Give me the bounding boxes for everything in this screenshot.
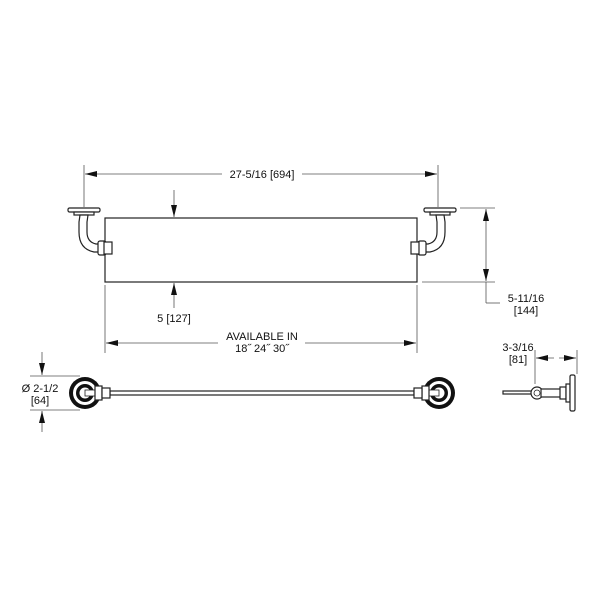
available-lengths-dimension: AVAILABLE IN 18˝ 24˝ 30˝: [104, 285, 418, 355]
left-bracket: [67, 207, 113, 256]
projection-label-metric: [144]: [514, 305, 538, 317]
overall-width-label: 27-5/16 [694]: [230, 169, 295, 181]
side-view: 3-3/16 [81]: [502, 342, 578, 412]
side-depth-metric: [81]: [509, 354, 527, 366]
overall-width-dimension: 27-5/16 [694]: [83, 165, 439, 207]
shelf-depth-dimension: 5 [127]: [157, 190, 191, 325]
top-view: 27-5/16 [694] 5 [127]: [67, 165, 545, 355]
rosette-diameter-metric: [64]: [31, 395, 49, 407]
rosette-diameter-dimension: Ø 2-1/2 [64]: [22, 352, 80, 432]
available-sizes-label: 18˝ 24˝ 30˝: [235, 343, 290, 355]
side-depth-dimension: 3-3/16 [81]: [502, 342, 578, 384]
side-depth-imperial: 3-3/16: [502, 342, 533, 354]
side-bracket-profile: [502, 374, 576, 412]
available-in-label: AVAILABLE IN: [226, 331, 298, 343]
projection-dimension: 5-11/16 [144]: [422, 207, 545, 317]
projection-label-imperial: 5-11/16: [508, 293, 545, 305]
glass-shelf: [104, 217, 418, 283]
left-rosette: [69, 377, 111, 409]
towel-bar: [109, 390, 415, 396]
rosette-diameter-imperial: Ø 2-1/2: [22, 383, 59, 395]
right-rosette: [413, 377, 455, 409]
shelf-depth-label: 5 [127]: [157, 313, 191, 325]
right-bracket: [410, 207, 457, 256]
front-view: Ø 2-1/2 [64]: [22, 352, 455, 432]
